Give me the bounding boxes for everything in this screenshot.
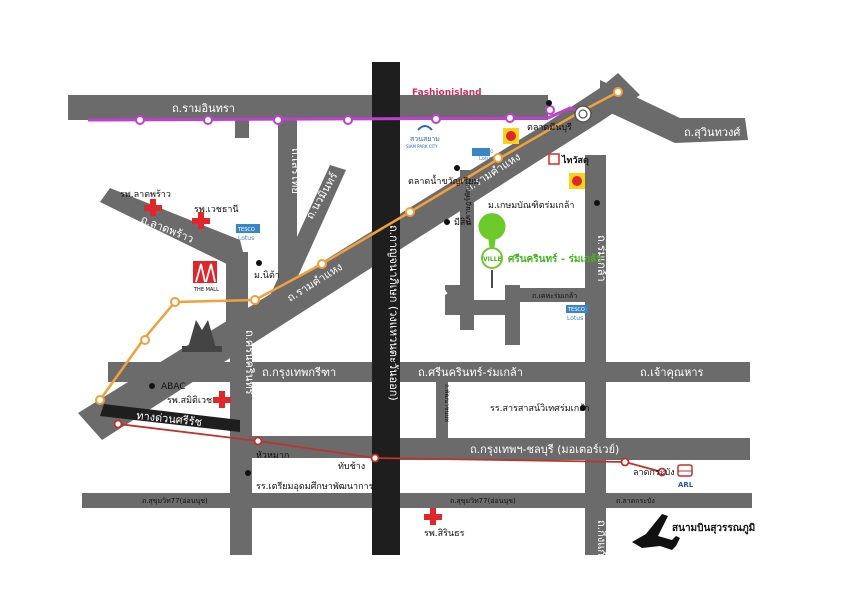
place-hua-tad: ไทวัสดุ [561, 154, 589, 166]
label-khum-romklao: ถ.เคหะร่มเกล้า [532, 292, 577, 300]
place-mamin: มีสินิ [454, 217, 472, 228]
red-line [113, 419, 667, 477]
label-krungthep-kreetha: ถ.กรุงเทพกรีฑา [262, 366, 336, 379]
the-mall-logo: THE MALL [193, 261, 219, 293]
road-krungthep-kreetha [108, 362, 373, 382]
road-ladprao [100, 188, 245, 268]
place-abac: ABAC [161, 382, 186, 392]
place-lat-krabang: ลาดกระบัง [633, 468, 675, 478]
road-romklao [585, 155, 606, 555]
tesco-lotus-logo-right: TESCO Lotus [566, 305, 588, 322]
road-rat-phatthana [460, 170, 474, 330]
road-kingkaew [585, 505, 606, 555]
road-ramintra [68, 95, 548, 120]
road-stub [235, 118, 249, 138]
road-kanchanaphisek [372, 62, 400, 555]
label-sukhumvit77-right: ถ.สุขุมวิท77(อ่อนนุช) [450, 497, 516, 505]
label-srinakarin-romklao: ถ.ศรีนครินทร์-ร่มเกล้า [418, 366, 523, 379]
place-thap-chang: ทับช้าง [338, 461, 365, 472]
place-siam-park-sub: SIAM PARK CITY [406, 144, 438, 149]
lotus-label-1: Lotus [479, 156, 493, 162]
project-logo: VILLE [483, 256, 502, 263]
marker-abac [149, 383, 155, 389]
place-minburi-market: ตลาดมีนบุรี [527, 122, 572, 133]
marker-minburi [546, 100, 552, 106]
place-school2: รร.สารสาสน์วิเทศร่มเกล้า [490, 402, 590, 414]
university-emblem [182, 320, 222, 352]
road-srinakarin-romklao [398, 362, 750, 382]
marker-talad-nam [454, 165, 460, 171]
label-motorway: ถ.กรุงเทพฯ-ชลบุรี (มอเตอร์เวย์) [470, 443, 619, 456]
place-school: รร.เตรียมอุดมศึกษาพัฒนาการ [256, 481, 374, 492]
road-network [68, 73, 752, 555]
road-motorway [398, 438, 750, 460]
place-arl: ARL [678, 481, 694, 489]
place-ladprao-hosp: รพ.ลาดพร้าว [120, 189, 171, 200]
orange-line [95, 87, 623, 405]
marker-nida [256, 260, 262, 266]
label-kanchanaphisek: ถ.กาญจนาภิเษก (วงแหวนตะวันออก) [387, 225, 400, 401]
road-nawamin [268, 165, 346, 305]
place-nida: ม.นิด้า [254, 270, 280, 281]
tesco-label-3: TESCO [567, 307, 585, 313]
road-khum-romklao [505, 288, 587, 302]
label-kingkaew: ถ.กิ่งแก้ว [595, 520, 610, 562]
road-suwinthawong [600, 80, 748, 143]
place-fashion-island: Fashionisland [412, 88, 482, 98]
interchange-station-icon [574, 105, 592, 123]
tesco-label-2: TESCO [237, 227, 255, 233]
airplane-icon [632, 514, 680, 550]
place-samitivej-hosp: รพ.สมิติเวช [167, 395, 212, 406]
marker-school2 [580, 405, 586, 411]
marker-mamin [444, 219, 450, 225]
place-talad-nam: ตลาดน้ำขวัญเรียม [408, 174, 480, 187]
place-sirindhorn-hosp: รพ.สิรินธร [424, 528, 465, 539]
project-name: ศรีนครินทร์ - ร่มเกล้า [508, 253, 602, 265]
road-sirat-expressway [100, 404, 240, 432]
label-rat-phatthana: ถ.ราษฎร์พัฒนา [464, 178, 472, 225]
label-srinakarin: ถ.ศรีนครินทร์ [243, 330, 256, 395]
arl-train-icon: ARL [677, 464, 694, 489]
label-romklao: ถ.ร่มเกล้า [595, 235, 608, 282]
marker-kasem [594, 200, 600, 206]
hospital-icon-ladprao [144, 199, 162, 216]
marker-school [245, 470, 251, 476]
tesco-lotus-logo-top: TESCO Lotus [472, 148, 493, 162]
place-airport: สนามบินสุวรรณภูมิ [672, 522, 755, 535]
road-ladprao-down [226, 252, 248, 322]
label-serithai: ถ.เสรีไทย [289, 148, 302, 194]
place-the-mall: THE MALL [193, 287, 219, 293]
homepro-logo [503, 128, 519, 144]
road-phatthanakan [436, 375, 448, 440]
siam-park-logo: สวนสยาม SIAM PARK CITY [406, 125, 440, 149]
homepro-logo-2 [569, 173, 585, 189]
lotus-label-3: Lotus [567, 315, 583, 322]
place-vejthani-hosp: รพ.เวชธานี [194, 204, 239, 215]
road-project-access [445, 285, 520, 345]
place-lat-krabang-road: ถ.ลาดกระบัง [616, 497, 655, 505]
label-chao-khun-han: ถ.เจ้าคุณหาร [640, 366, 704, 379]
place-hua-mak: หัวหมาก [256, 451, 289, 461]
tesco-lotus-logo-left: TESCO Lotus [236, 224, 260, 242]
label-phatthanakan: ถ.พัฒนาชนบท [443, 384, 450, 422]
label-suwinthawong: ถ.สุวินทวงศ์ [684, 126, 740, 139]
hospital-icon-sirindhorn [424, 508, 442, 525]
label-ramintra: ถ.รามอินทรา [172, 102, 235, 115]
road-curve [407, 280, 448, 302]
hospital-icon-vejthani [192, 212, 210, 229]
place-kasem: ม.เกษมบัณฑิตร่มเกล้า [488, 200, 574, 211]
hospital-icon-samitivej [213, 391, 231, 408]
label-sukhumvit77-left: ถ.สุขุมวิท77(อ่อนนุช) [142, 497, 208, 505]
hua-tad-logo [548, 153, 560, 165]
project-pin-icon: VILLE [477, 212, 507, 288]
place-siam-park: สวนสยาม [410, 135, 440, 143]
lotus-label-2: Lotus [238, 235, 254, 242]
road-sukhumvit77 [82, 493, 752, 508]
tesco-label-1: TESCO [479, 149, 493, 154]
